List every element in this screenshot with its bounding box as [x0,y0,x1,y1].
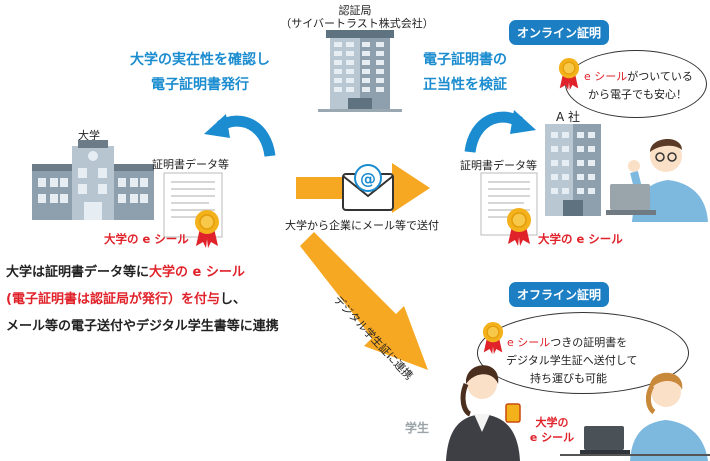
offline-bubble-rest1: つきの証明書を [550,336,628,349]
company-label: A 社 [556,110,581,124]
online-caption-line2: 正当性を検証 [423,77,507,93]
seal-medal-icon [195,210,219,248]
diagonal-arrow [300,232,428,370]
laptop-icon [580,426,630,455]
authority-name: 認証局 [338,4,372,17]
summary-line2-b: し、 [219,292,246,307]
office-building-icon [545,124,601,216]
student-label: 学生 [405,421,430,435]
offline-badge: オフライン証明 [509,282,610,307]
left-seal-label: 大学の e シール [104,232,189,246]
online-bubble-rest1: がついている [627,70,693,83]
laptop-icon [606,184,656,215]
seal-medal-icon [558,58,580,90]
university-label: 大学 [78,129,100,142]
online-bubble-line2: から電子でも安心！ [588,88,687,101]
certificate-icon [163,172,223,238]
offline-bubble-line3: 持ち運びも可能 [530,372,607,385]
person-icon [446,365,520,461]
authority-company: （サイバートラスト株式会社） [280,17,434,30]
seal-medal-icon [507,208,531,246]
online-speech-bubble [565,50,707,118]
mail-caption: 大学から企業にメール等で送付 [285,219,439,232]
online-bubble-red: e シール [584,70,628,83]
smartphone-icon [505,403,521,423]
desk-line [560,454,710,456]
left-cert-label: 証明書データ等 [152,158,229,171]
summary-line3: メール等の電子送付やデジタル学生書等に連携 [6,319,279,334]
summary-line1: 大学は証明書データ等に大学の e シール [6,261,245,280]
university-building-icon [32,140,154,220]
curved-arrow-icon [464,110,536,154]
summary-line2-a: (電子証明書は認証局が発行）を付与 [6,292,220,307]
offline-bubble-red: e シール [507,336,551,349]
person-icon [630,372,708,461]
summary-line1-b: 大学の e シール [149,265,245,280]
offline-bubble-line2: デジタル学生証へ送付して [506,354,638,367]
offline-bubble-line1: e シールつきの証明書を [507,334,627,350]
summary-line2: (電子証明書は認証局が発行）を付与し、 [6,288,246,307]
offline-seal-line1: 大学の [535,416,569,429]
summary-line1-a: 大学は証明書データ等に [6,265,150,280]
offline-seal-line2: e シール [529,431,575,444]
left-caption-line1: 大学の実在性を確認し [130,52,270,68]
envelope-icon [342,164,394,211]
online-badge: オンライン証明 [509,20,610,45]
online-bubble-line1: e シールがついている [584,68,693,84]
online-caption-line1: 電子証明書の [423,52,507,68]
mail-at-symbol: @ [360,169,376,188]
online-cert-label: 証明書データ等 [460,159,537,172]
seal-medal-icon [482,322,504,354]
online-seal-label: 大学の e シール [538,232,623,246]
office-building-icon [318,30,402,112]
left-caption-line2: 電子証明書発行 [151,77,249,93]
curved-arrow-icon [204,114,276,158]
